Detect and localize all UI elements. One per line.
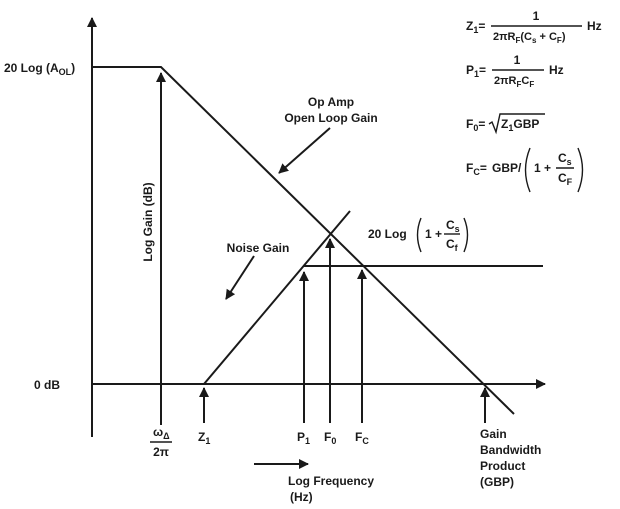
open-loop-gain-curve xyxy=(92,66,515,415)
open-loop-label-line1: Op Amp xyxy=(308,95,354,109)
x-axis-label-line1: Log Frequency xyxy=(288,474,374,488)
eq-p1-numerator: 1 xyxy=(514,53,521,67)
plateau-left-paren xyxy=(416,217,422,253)
equation-f0: F0= Z1GBP xyxy=(466,113,545,135)
omega-denominator: 2π xyxy=(153,445,169,459)
noise-gain-label: Noise Gain xyxy=(227,241,290,255)
plateau-one-plus: 1 + xyxy=(425,227,442,241)
gbp-label-line4: (GBP) xyxy=(480,475,514,489)
aol-level-label: 20 Log (AOL) xyxy=(4,61,75,77)
z1-marker-label: Z1 xyxy=(198,430,210,446)
eq-f0-radical xyxy=(488,113,545,135)
equation-z1: Z1= 1 2πRF(Cs + CF) Hz xyxy=(466,9,602,45)
eq-fc-left-paren xyxy=(524,147,531,193)
eq-p1-lhs: P1= xyxy=(466,63,486,79)
eq-p1-unit: Hz xyxy=(549,63,564,77)
y-axis-label: Log Gain (dB) xyxy=(141,182,155,261)
omega-numerator: ωΔ xyxy=(153,425,170,441)
plateau-formula: 20 Log 1 + Cs Cf xyxy=(368,217,469,253)
omega-delta-label: ωΔ 2π xyxy=(150,425,172,459)
eq-fc-numerator: Cs xyxy=(558,151,572,167)
eq-z1-lhs: Z1= xyxy=(466,19,485,35)
plateau-prefix: 20 Log xyxy=(368,227,407,241)
zero-db-label: 0 dB xyxy=(34,378,60,392)
eq-f0-radicand: Z1GBP xyxy=(501,117,539,133)
plateau-denominator: Cf xyxy=(446,237,459,253)
plateau-numerator: Cs xyxy=(446,218,460,234)
eq-fc-one-plus: 1 + xyxy=(534,161,551,175)
equation-p1: P1= 1 2πRFCF Hz xyxy=(466,53,564,89)
gbp-label-line3: Product xyxy=(480,459,525,473)
eq-z1-denominator: 2πRF(Cs + CF) xyxy=(493,31,566,45)
x-axis-label-line2: (Hz) xyxy=(290,490,313,504)
plateau-right-paren xyxy=(463,217,469,253)
eq-z1-numerator: 1 xyxy=(533,9,540,23)
noise-gain-pointer-arrow xyxy=(225,255,255,300)
fc-marker-label: FC xyxy=(355,430,369,446)
eq-p1-denominator: 2πRFCF xyxy=(494,75,534,89)
eq-z1-unit: Hz xyxy=(587,19,602,33)
equation-fc: FC= GBP/ 1 + Cs CF xyxy=(466,147,584,193)
eq-fc-gbp: GBP/ xyxy=(492,161,522,175)
p1-marker-label: P1 xyxy=(297,430,310,446)
eq-f0-lhs: F0= xyxy=(466,117,485,133)
eq-fc-lhs: FC= xyxy=(466,161,487,177)
gbp-label-line2: Bandwidth xyxy=(480,443,541,457)
eq-fc-denominator: CF xyxy=(558,171,573,187)
gbp-label-line1: Gain xyxy=(480,427,507,441)
open-loop-pointer-arrow xyxy=(278,127,331,174)
eq-fc-right-paren xyxy=(577,147,584,193)
open-loop-label-line2: Open Loop Gain xyxy=(284,111,377,125)
f0-marker-label: F0 xyxy=(324,430,336,446)
